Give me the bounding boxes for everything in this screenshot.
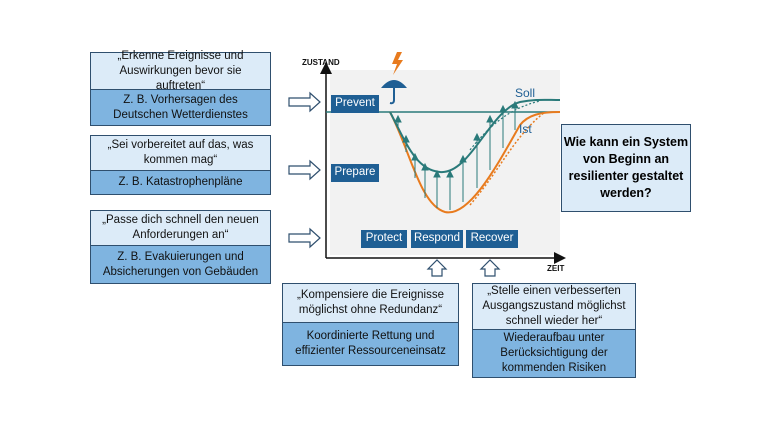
left-box-quote: „Sei vorbereitet auf das, was kommen mag… — [91, 136, 270, 170]
soll-curve — [389, 98, 561, 174]
arrow-right-icon — [288, 227, 321, 249]
phase-recover: Recover — [466, 230, 518, 248]
left-box-adapt: „Passe dich schnell den neuen Anforderun… — [90, 210, 271, 284]
phase-respond: Respond — [411, 230, 463, 248]
gap-arrowhead — [394, 114, 402, 123]
gap-arrowhead — [486, 114, 494, 123]
arrow-right-icon — [288, 159, 321, 181]
arrow-right-icon — [288, 91, 321, 113]
gap-arrowhead — [446, 169, 454, 178]
phase-prepare: Prepare — [331, 164, 379, 182]
gap-arrowhead — [433, 169, 441, 178]
arrow-up-icon — [479, 259, 501, 277]
ist-curve — [389, 111, 561, 214]
gap-arrowhead — [411, 152, 419, 161]
ist-label: Ist — [519, 122, 532, 136]
phase-protect: Protect — [361, 230, 407, 248]
bottom-box-example: Koordinierte Rettung und effizienter Res… — [283, 322, 458, 365]
arrow-up-icon — [426, 259, 448, 277]
bottom-box-quote: „Stelle einen verbesserten Ausgangszusta… — [473, 284, 635, 329]
bottom-box-recover: „Stelle einen verbesserten Ausgangszusta… — [472, 283, 636, 378]
umbrella-icon — [381, 80, 407, 105]
gap-arrows — [394, 100, 519, 210]
lightning-icon — [392, 52, 403, 75]
gap-arrowhead — [499, 104, 507, 113]
soll-dotted-curve — [469, 100, 541, 151]
gap-arrowhead — [511, 100, 519, 109]
question-box: Wie kann ein System von Beginn an resili… — [561, 124, 691, 212]
left-box-example: Z. B. Katastrophenpläne — [91, 170, 270, 194]
phase-prevent: Prevent — [331, 95, 379, 113]
left-box-prepare: „Sei vorbereitet auf das, was kommen mag… — [90, 135, 271, 195]
bottom-box-quote: „Kompensiere die Ereignisse möglichst oh… — [283, 284, 458, 322]
left-box-quote: „Passe dich schnell den neuen Anforderun… — [91, 211, 270, 245]
gap-arrowhead — [459, 154, 467, 163]
y-axis-label: ZUSTAND — [302, 58, 340, 67]
soll-label: Soll — [515, 86, 536, 100]
left-box-example: Z. B. Vorhersagen des Deutschen Wetterdi… — [91, 89, 270, 125]
x-axis-label: ZEIT — [547, 264, 565, 273]
bottom-box-example: Wiederaufbau unter Berücksichtigung der … — [473, 329, 635, 377]
left-box-example: Z. B. Evakuierungen und Absicherungen vo… — [91, 245, 270, 283]
gap-arrowhead — [473, 132, 481, 141]
left-box-quote: „Erkenne Ereignisse und Auswirkungen bev… — [91, 50, 270, 92]
bottom-box-respond: „Kompensiere die Ereignisse möglichst oh… — [282, 283, 459, 366]
gap-arrowhead — [421, 162, 429, 171]
left-box-detect: „Erkenne Ereignisse und Auswirkungen bev… — [90, 50, 271, 126]
gap-arrowhead — [402, 134, 410, 143]
